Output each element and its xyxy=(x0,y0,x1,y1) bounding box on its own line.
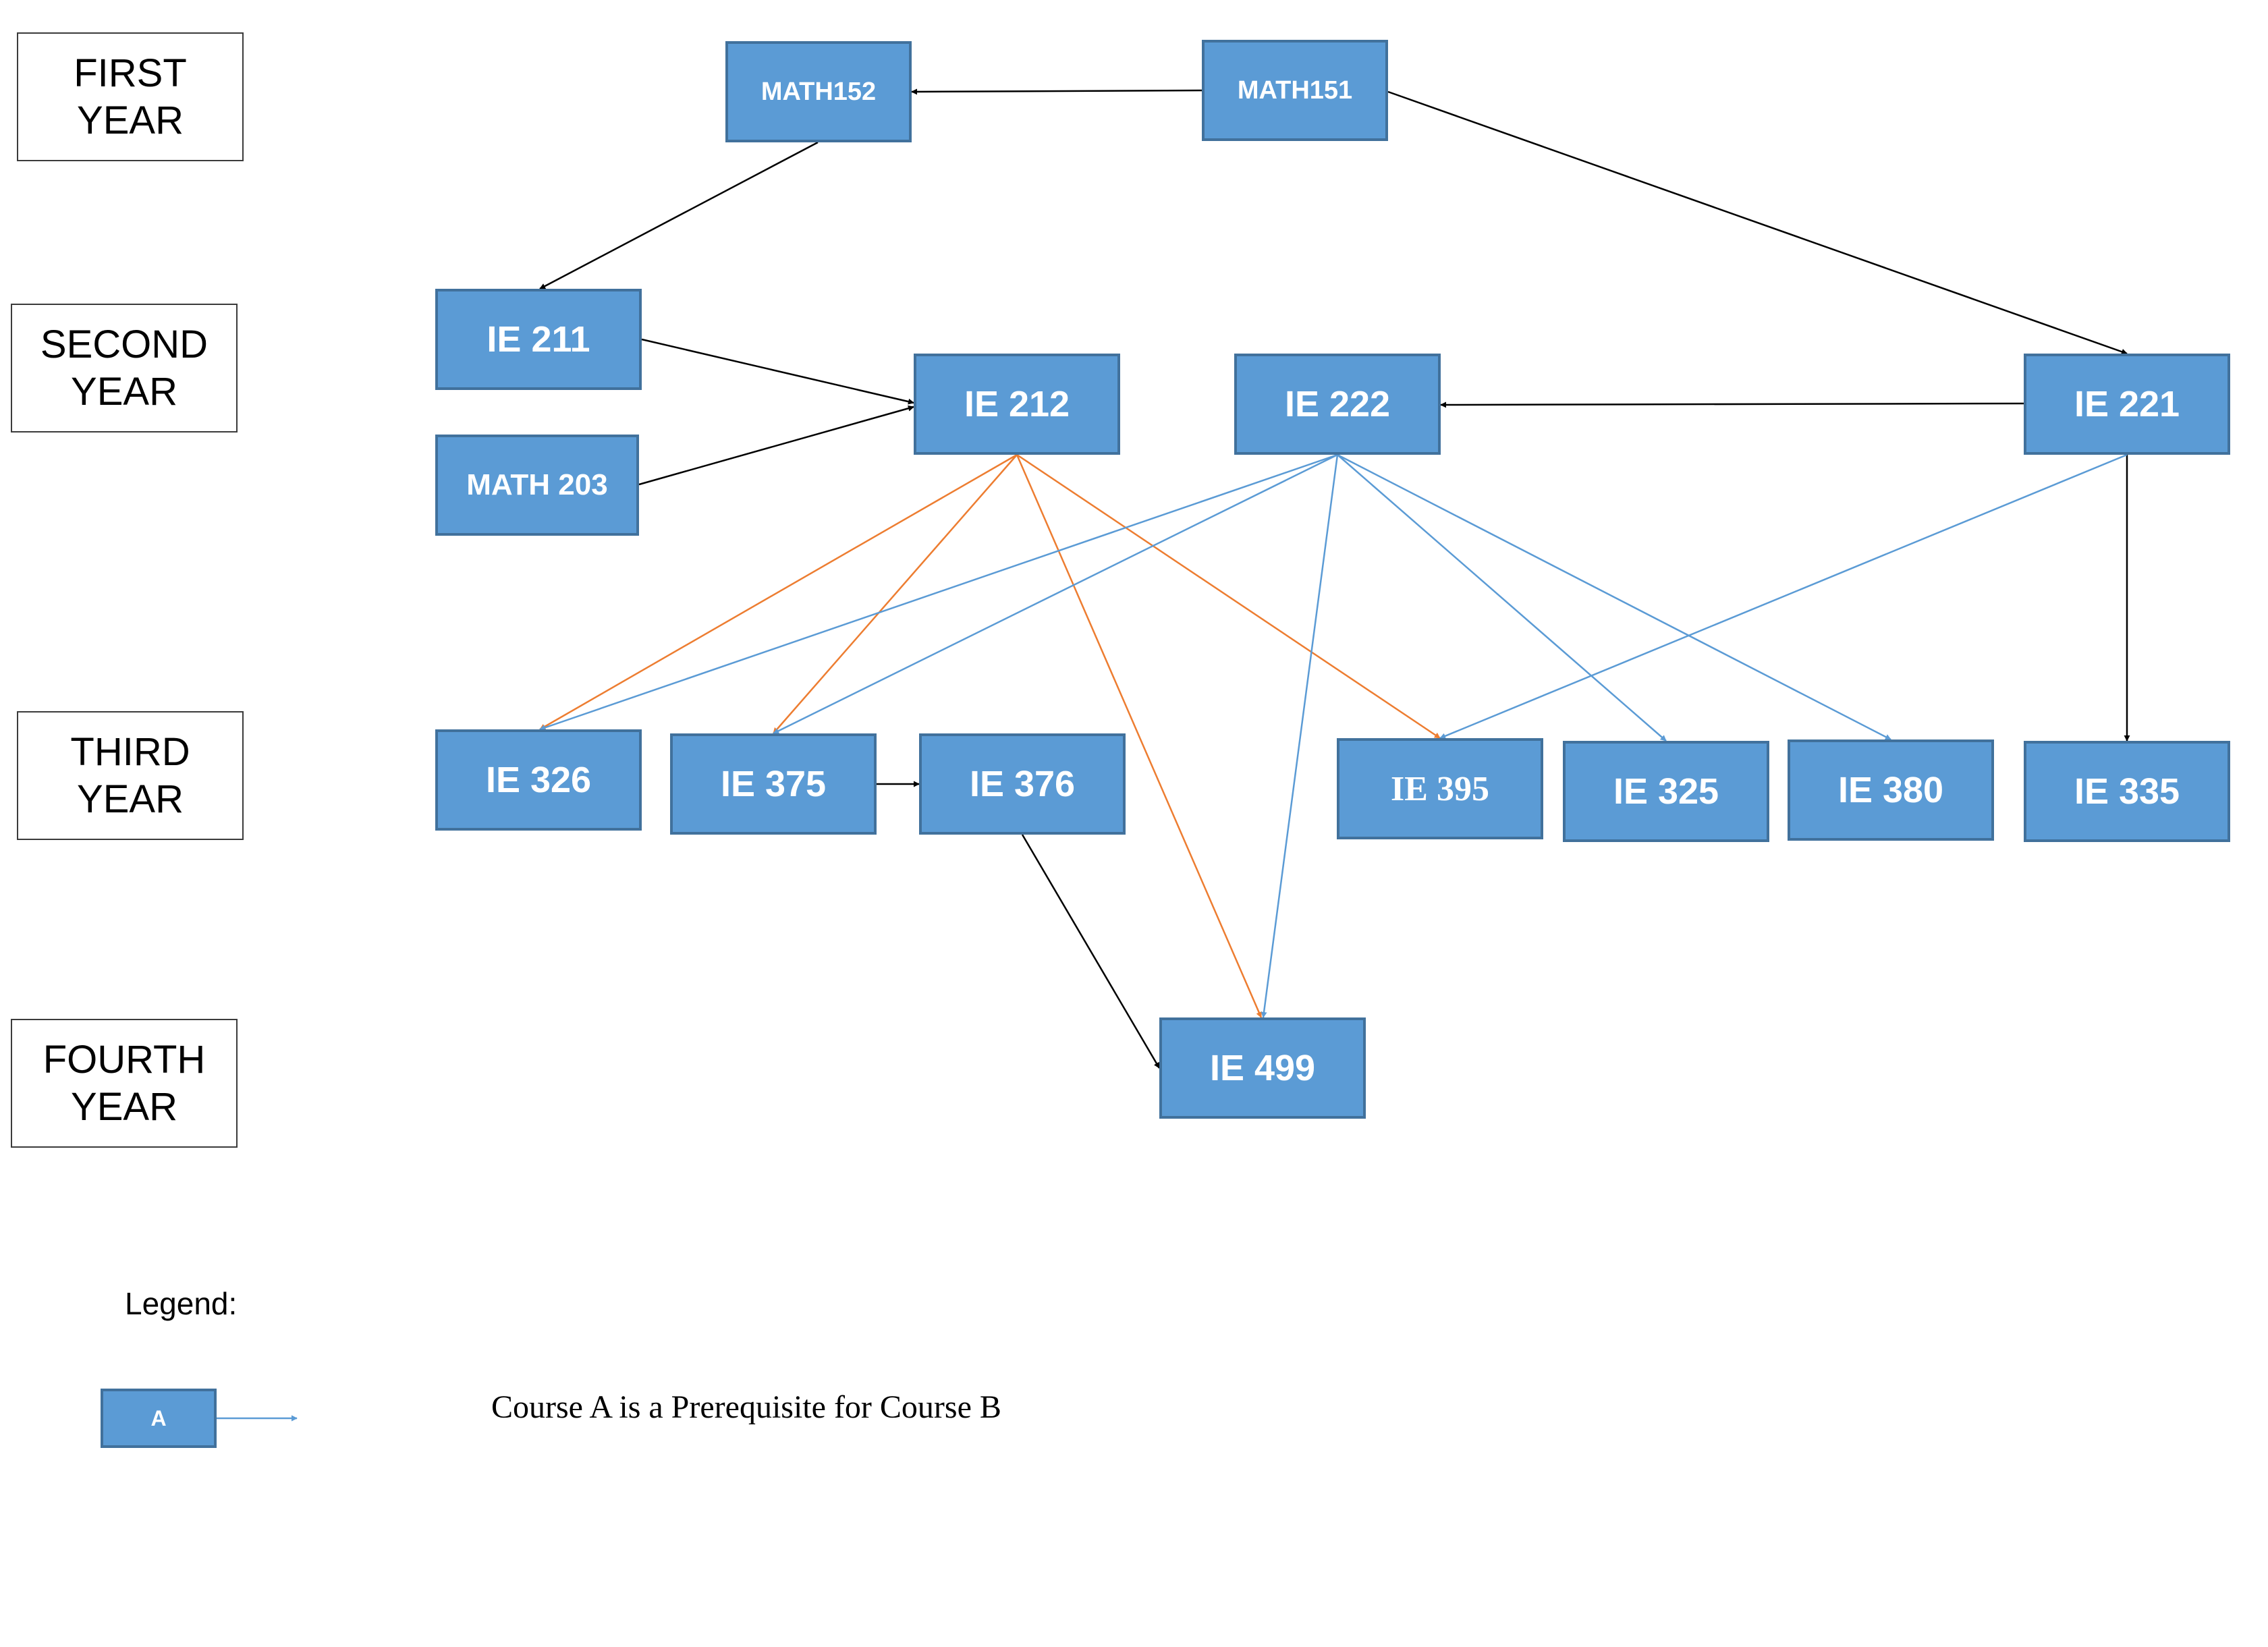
course-ie221: IE 221 xyxy=(2024,354,2230,455)
year-label-fourth: FOURTH YEAR xyxy=(11,1019,238,1148)
course-math152: MATH152 xyxy=(725,41,912,142)
course-ie211: IE 211 xyxy=(435,289,642,390)
edge-ie222-to-ie499 xyxy=(1261,454,1339,1018)
course-ie222: IE 222 xyxy=(1234,354,1441,455)
course-math203: MATH 203 xyxy=(435,435,639,536)
course-ie325: IE 325 xyxy=(1563,741,1769,842)
edge-math152-to-ie211 xyxy=(539,141,819,290)
edge-ie212-to-ie326 xyxy=(539,453,1018,731)
course-ie499: IE 499 xyxy=(1159,1017,1366,1119)
course-ie326: IE 326 xyxy=(435,729,642,831)
edge-math151-to-ie221 xyxy=(1387,90,2128,355)
edge-ie222-to-ie326 xyxy=(539,453,1338,731)
edge-ie212-to-ie375 xyxy=(773,454,1018,734)
edge-ie222-to-ie380 xyxy=(1337,453,1891,741)
edge-ie376-to-ie499 xyxy=(1021,834,1161,1069)
legend-sample-node: A xyxy=(101,1389,217,1448)
legend-description: Course A is a Prerequisite for Course B xyxy=(491,1389,1001,1425)
edge-math203-to-ie212 xyxy=(638,405,914,486)
course-ie395: IE 395 xyxy=(1337,738,1543,839)
edge-ie222-to-ie375 xyxy=(773,453,1338,735)
edge-ie221-to-ie395 xyxy=(1439,453,2128,739)
edge-ie212-to-ie395 xyxy=(1016,453,1441,739)
year-label-third: THIRD YEAR xyxy=(17,711,244,840)
course-ie376: IE 376 xyxy=(919,733,1126,835)
year-label-first: FIRST YEAR xyxy=(17,32,244,161)
course-ie375: IE 375 xyxy=(670,733,877,835)
course-ie380: IE 380 xyxy=(1788,739,1994,841)
course-ie335: IE 335 xyxy=(2024,741,2230,842)
edge-ie212-to-ie499 xyxy=(1016,454,1263,1018)
course-math151: MATH151 xyxy=(1202,40,1388,141)
year-label-second: SECOND YEAR xyxy=(11,304,238,432)
edge-math151-to-math152 xyxy=(911,88,1202,95)
edge-ie211-to-ie212 xyxy=(641,338,914,405)
edge-ie222-to-ie325 xyxy=(1337,454,1667,742)
edges-layer xyxy=(539,88,2130,1069)
legend-title: Legend: xyxy=(125,1286,238,1321)
course-ie212: IE 212 xyxy=(914,354,1120,455)
edge-ie221-to-ie222 xyxy=(1440,401,2024,408)
